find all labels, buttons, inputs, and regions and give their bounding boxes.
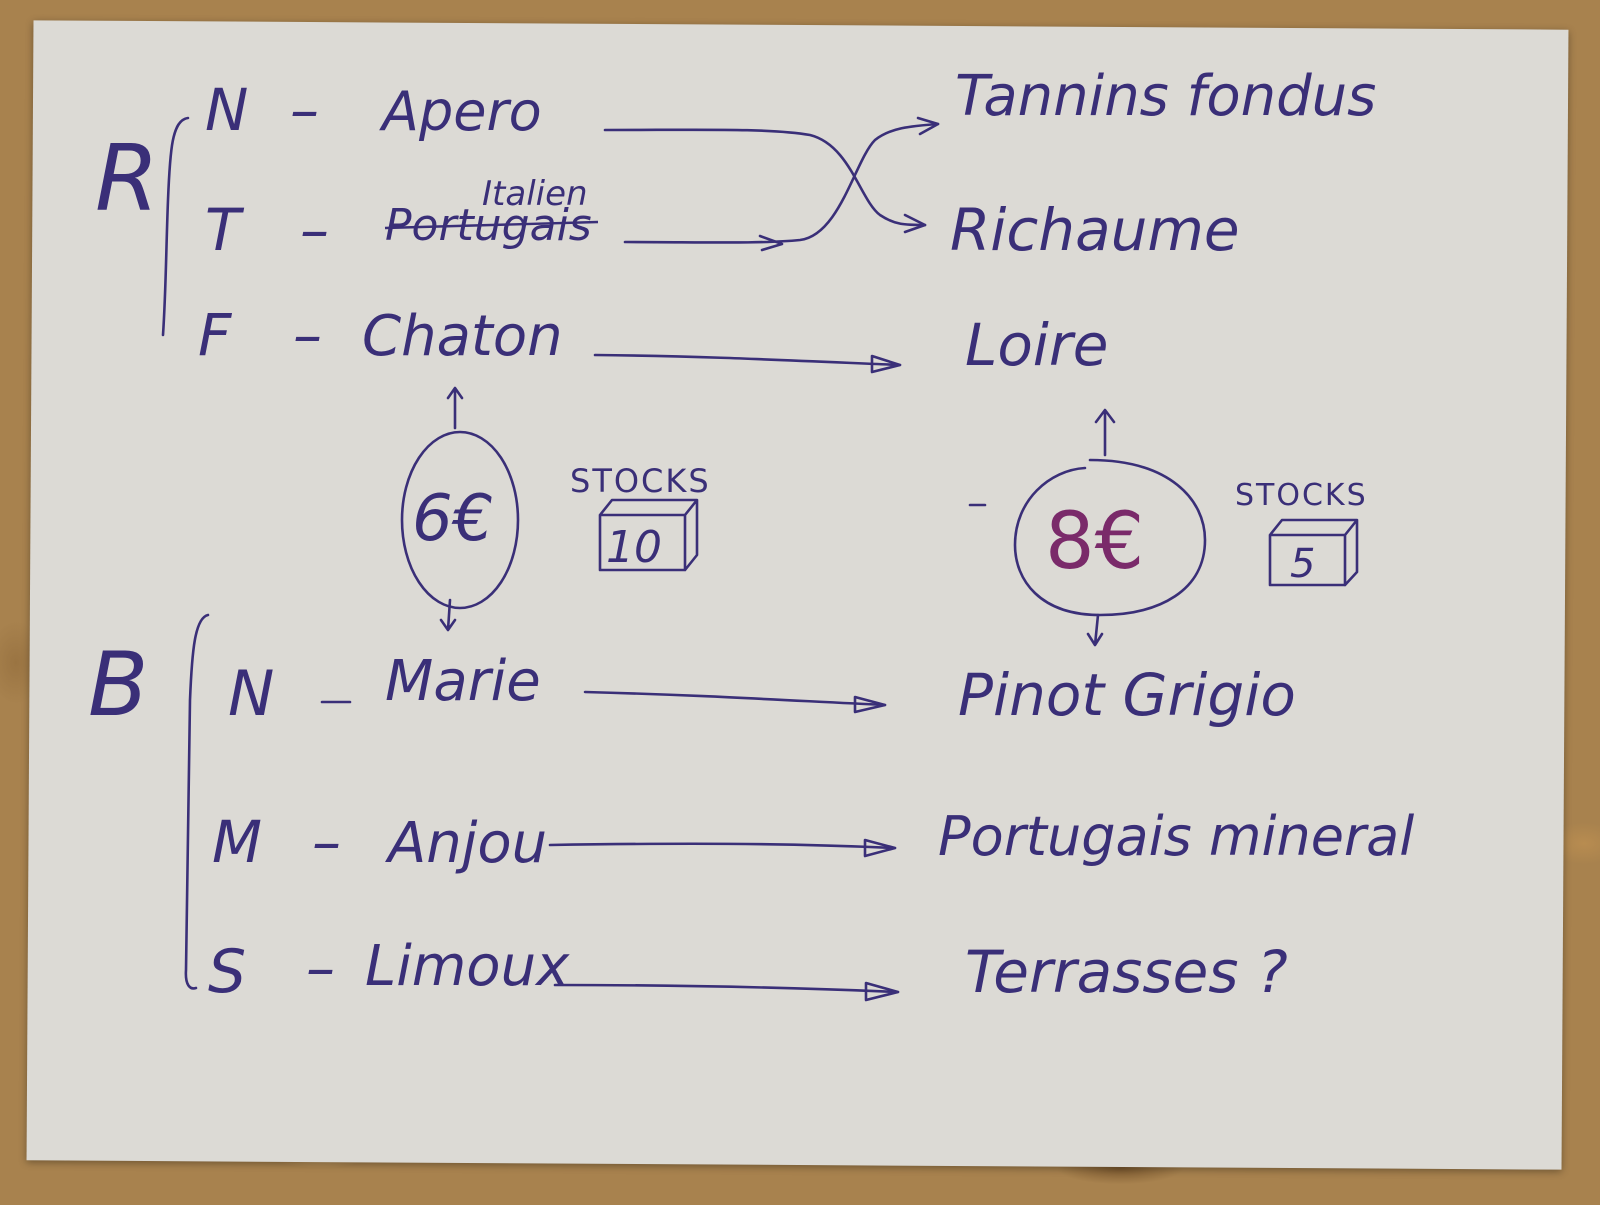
red-row2-left-insert: Italien	[482, 174, 588, 214]
svg-text:–: –	[312, 808, 341, 876]
arrow-up-to-chaton	[446, 386, 464, 430]
stock-label-right: STOCKS	[1235, 478, 1368, 513]
arrow-up-to-loire	[1094, 408, 1116, 457]
red-row1-right: Tannins fondus	[955, 64, 1376, 129]
price-left: 6€	[412, 482, 493, 556]
red-row1-left: Apero	[379, 80, 542, 143]
red-group-bracket	[161, 116, 190, 337]
red-row3-right: Loire	[965, 311, 1108, 379]
red-row2-right: Richaume	[950, 196, 1240, 264]
arrow-anjou-to-portugais	[548, 842, 897, 850]
price-circle-left	[400, 430, 520, 610]
arrow-marie-to-pinot	[583, 690, 887, 707]
red-row1-code: N	[205, 76, 248, 144]
stock-value-right: 5	[1290, 541, 1315, 587]
stock-value-left: 10	[606, 522, 662, 573]
red-row3-code: F	[198, 301, 233, 369]
strikethrough-line	[384, 220, 599, 230]
white-row1-left: Marie	[385, 649, 541, 714]
white-group-letter: B	[88, 633, 148, 736]
svg-text:–: –	[300, 196, 329, 264]
white-row3-left: Limoux	[365, 934, 570, 999]
stock-box-right-icon	[1268, 518, 1359, 587]
arrow-italien-to-tannins	[623, 122, 940, 244]
price-right: 8€	[1045, 497, 1144, 587]
arrow-apero-to-richaume	[603, 128, 927, 227]
svg-text:–: –	[293, 301, 322, 369]
white-row2-code: M	[212, 808, 262, 876]
white-row2-right: Portugais mineral	[938, 805, 1414, 868]
arrow-down-to-marie	[439, 598, 457, 632]
red-row2-code: T	[205, 196, 245, 264]
red-row3-left: Chaton	[362, 304, 563, 369]
svg-text:–: –	[306, 934, 335, 1002]
arrow-down-to-pinot	[1086, 613, 1104, 647]
white-row3-right: Terrasses ?	[965, 938, 1288, 1006]
white-row2-left: Anjou	[385, 811, 547, 876]
svg-text:–: –	[290, 76, 319, 144]
price-circle-right	[1013, 458, 1207, 617]
white-row3-code: S	[208, 937, 246, 1007]
red-group-letter: R	[95, 125, 159, 232]
white-row1-code: N	[228, 657, 274, 730]
white-group-bracket	[184, 613, 210, 990]
arrow-chaton-to-loire	[593, 353, 902, 367]
white-row1-right: Pinot Grigio	[958, 661, 1296, 729]
arrow-limoux-to-terrasses	[553, 983, 900, 994]
stock-label-left: STOCKS	[570, 462, 711, 500]
stock-box-left-icon	[598, 498, 699, 572]
